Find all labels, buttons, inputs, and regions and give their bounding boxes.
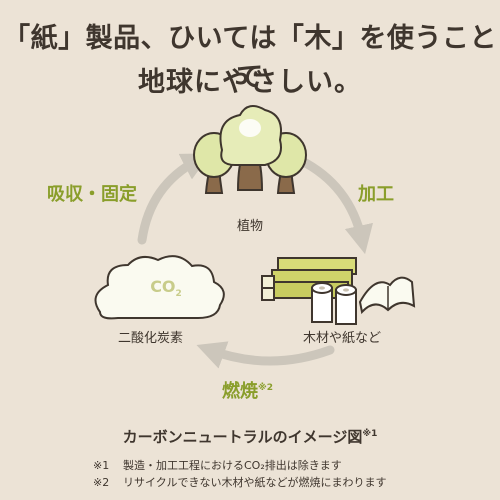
arrow-process: [295, 155, 373, 255]
process-label: 加工: [358, 184, 394, 205]
plant-label: 植物: [237, 219, 264, 234]
diagram-caption: カーボンニュートラルのイメージ図※1: [0, 426, 500, 447]
tree-icon: [193, 105, 307, 194]
footnote-1: ※1 製造・加工工程におけるCO₂排出は除きます: [93, 457, 386, 474]
co2-cloud-icon: [94, 255, 225, 320]
footnote-2: ※2 リサイクルできない木材や紙などが燃焼にまわります: [93, 474, 386, 491]
burn-label-text: 燃焼: [222, 381, 258, 402]
wood-and-paper-products-icon: [261, 257, 416, 325]
absorb-fix-label: 吸収・固定: [47, 184, 137, 205]
co2-label: 二酸化炭素: [118, 331, 184, 346]
footnote-text: 製造・加工工程におけるCO₂排出は除きます: [123, 459, 342, 472]
co2-subscript: 2: [175, 289, 182, 300]
arrow-absorb: [137, 153, 211, 245]
headline-line-1: 「紙」製品、ひいては「木」を使うことで: [3, 23, 497, 93]
footnote-mark: ※2: [93, 476, 110, 489]
products-label: 木材や紙など: [303, 331, 382, 346]
burn-note-mark: ※2: [258, 383, 274, 393]
arrow-burn: [196, 341, 335, 369]
headline-line-2: 地球にやさしい。: [138, 67, 362, 98]
caption-title: カーボンニュートラルのイメージ図: [122, 428, 363, 446]
footnote-text: リサイクルできない木材や紙などが燃焼にまわります: [123, 476, 387, 489]
footnote-mark: ※1: [93, 459, 110, 472]
co2-cloud-text: CO2: [136, 277, 196, 299]
burn-label: 燃焼※2: [222, 377, 273, 403]
footnotes: ※1 製造・加工工程におけるCO₂排出は除きます ※2 リサイクルできない木材や紙な…: [93, 457, 386, 491]
co2-text: CO: [150, 277, 176, 296]
caption-note-mark: ※1: [362, 429, 378, 439]
